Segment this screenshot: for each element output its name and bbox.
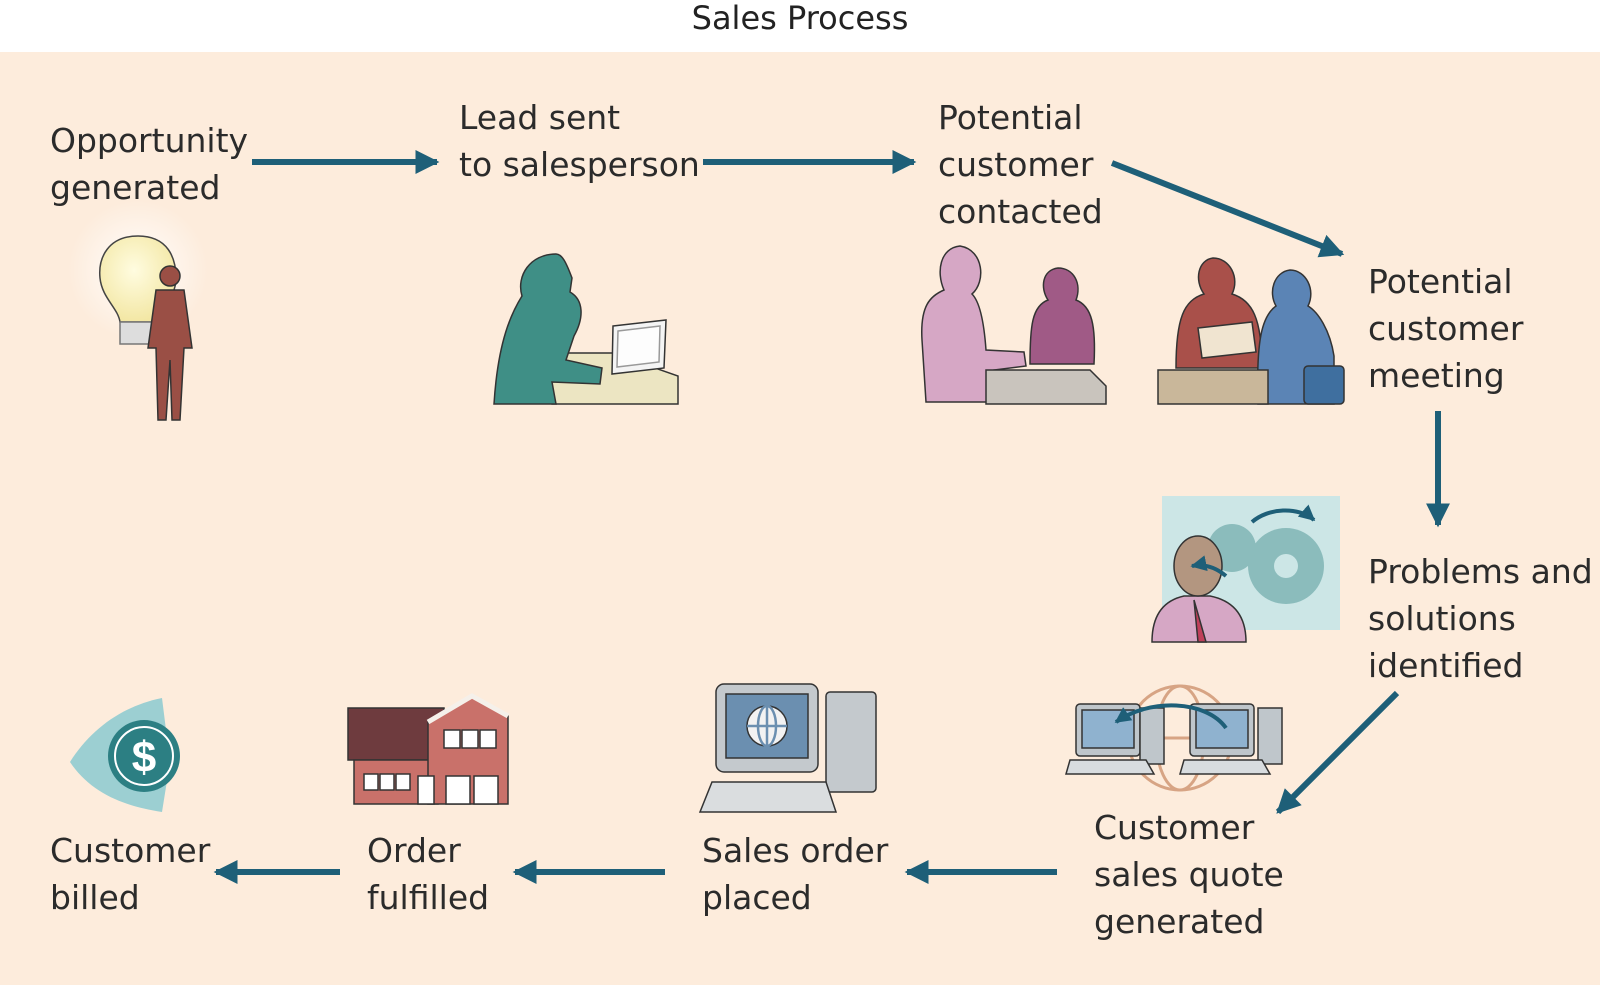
step-label-customer-contacted: Potential customer contacted: [938, 98, 1103, 231]
networked-computers-icon: [1065, 684, 1283, 792]
computer-globe-icon: [698, 683, 877, 813]
two-people-talking-icon: [921, 245, 1107, 405]
step-label-customer-billed: Customer billed: [50, 831, 211, 917]
flow-arrows: [213, 150, 1450, 884]
house-icon: [347, 693, 510, 805]
person-laptop-icon: [493, 253, 679, 405]
arrow-5-to-6: [1275, 690, 1400, 815]
step-label-quote-generated: Customer sales quote generated: [1094, 808, 1284, 941]
thinking-gears-icon: [1151, 496, 1340, 643]
step-label-opportunity: Opportunity generated: [50, 121, 249, 207]
step-label-order-placed: Sales order placed: [702, 831, 889, 917]
step-label-customer-meeting: Potential customer meeting: [1368, 262, 1524, 395]
arrow-3-to-4: [1110, 160, 1345, 258]
dollar-coin-icon: $: [70, 698, 180, 812]
lightbulb-person-icon: [68, 200, 208, 421]
step-label-lead-sent: Lead sent to salesperson: [459, 98, 700, 184]
step-label-problems-solutions: Problems and solutions identified: [1368, 552, 1593, 685]
svg-text:$: $: [132, 733, 156, 782]
step-label-order-fulfilled: Order fulfilled: [367, 831, 490, 917]
diagram-title: Sales Process: [691, 0, 909, 37]
people-meeting-icon: [1157, 257, 1345, 405]
